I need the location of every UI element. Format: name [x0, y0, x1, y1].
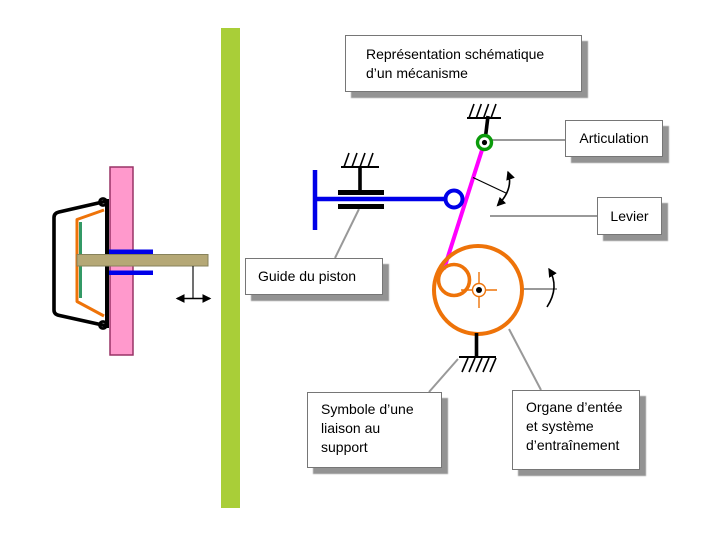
label-symbole-line-1: Symbole d’une	[321, 401, 414, 417]
label-symbole-line-2: liaison au	[321, 420, 381, 436]
label-levier-text: Levier	[610, 207, 649, 224]
bracket-hook-bottom	[98, 320, 108, 330]
label-symbole-line-3: support	[321, 439, 368, 455]
oscillation-arrow-icon	[472, 170, 515, 207]
hatch-marks	[468, 103, 497, 119]
label-guide-piston: Guide du piston	[245, 258, 383, 295]
leader-guide	[334, 208, 360, 259]
leader-lines	[334, 139, 597, 393]
crank-center-icon	[461, 272, 497, 308]
hatch-marks	[461, 357, 497, 373]
physical-mechanism	[52, 166, 212, 356]
articulation-pivot-icon	[475, 133, 494, 152]
label-organe: Organe d’entée et système d’entraînement	[512, 390, 640, 470]
divider-bar	[221, 28, 240, 508]
label-organe-line-1: Organe d’entée	[526, 399, 623, 415]
piston-rod	[76, 254, 209, 267]
title-box: Représentation schématique d’un mécanism…	[345, 35, 582, 92]
leader-organe	[508, 328, 542, 391]
title-line-2: d’un mécanisme	[366, 65, 468, 81]
label-articulation-text: Articulation	[579, 130, 649, 146]
hatch-marks	[343, 152, 374, 168]
piston-joint	[443, 188, 465, 210]
translation-arrow-icon	[175, 266, 212, 303]
ground-support-icon	[459, 333, 497, 373]
rotation-arrow-icon	[546, 267, 557, 308]
leader-symbole	[428, 358, 459, 393]
bracket-hook-top	[98, 197, 108, 207]
crank-pin-circle	[436, 262, 472, 298]
rod-guide-top	[109, 249, 153, 254]
lever-link	[442, 149, 484, 270]
label-guide-piston-text: Guide du piston	[258, 268, 357, 284]
crank-wheel	[432, 244, 524, 336]
label-symbole-liaison: Symbole d’une liaison au support	[307, 392, 442, 468]
label-organe-line-3: d’entraînement	[526, 437, 620, 453]
label-articulation: Articulation	[565, 120, 663, 157]
schematic-mechanism	[312, 103, 597, 393]
bracket-frame	[52, 199, 108, 328]
label-levier: Levier	[597, 197, 662, 235]
title-line-1: Représentation schématique	[366, 46, 545, 62]
label-organe-line-2: et système	[526, 418, 594, 434]
piston-guide	[312, 152, 465, 230]
rod-guide-bottom	[109, 270, 153, 275]
